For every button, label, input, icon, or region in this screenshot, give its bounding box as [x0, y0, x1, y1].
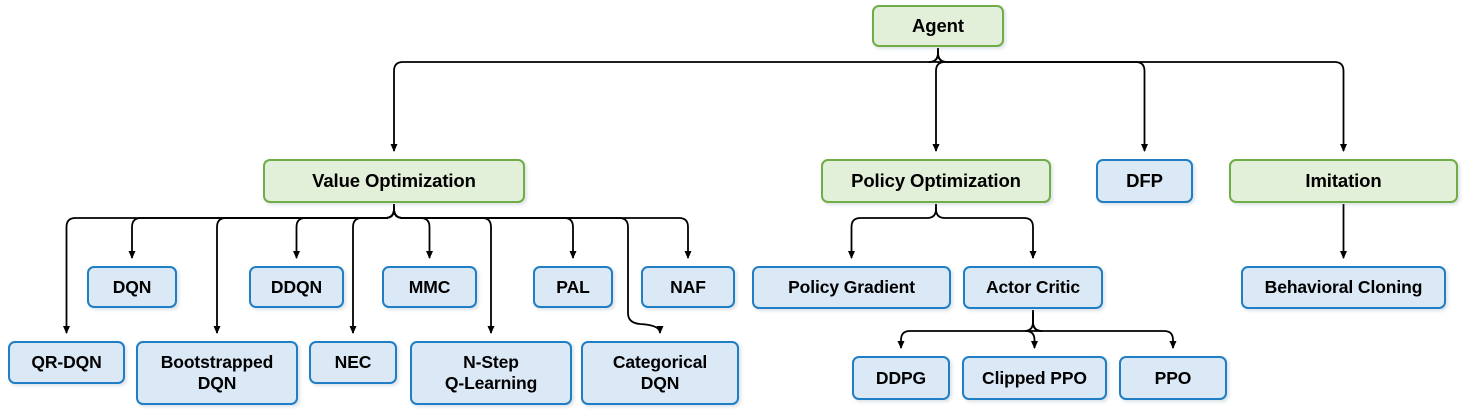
node-label-behavioral-cloning: Behavioral Cloning [1264, 277, 1423, 298]
edge-agent-to-dfp [937, 48, 1149, 153]
node-label-bootstrapped-dqn: Bootstrapped DQN [160, 352, 274, 393]
node-label-policy-optimization: Policy Optimization [851, 170, 1021, 192]
node-imitation[interactable]: Imitation [1229, 159, 1458, 203]
node-naf[interactable]: NAF [641, 266, 735, 308]
node-label-pal: PAL [556, 276, 590, 297]
node-value-optimization[interactable]: Value Optimization [263, 159, 525, 203]
edge-value-optimization-to-naf [393, 204, 692, 260]
edge-value-optimization-to-mmc [393, 204, 434, 260]
node-label-ddpg: DDPG [875, 367, 927, 388]
node-label-ppo: PPO [1154, 367, 1192, 388]
node-label-ddqn: DDQN [270, 276, 323, 297]
node-qr-dqn[interactable]: QR-DQN [8, 341, 125, 384]
node-behavioral-cloning[interactable]: Behavioral Cloning [1241, 266, 1446, 309]
node-label-clipped-ppo: Clipped PPO [982, 367, 1087, 388]
node-policy-gradient[interactable]: Policy Gradient [752, 266, 951, 309]
edge-value-optimization-to-dqn [128, 204, 395, 260]
node-label-value-optimization: Value Optimization [312, 170, 476, 192]
node-label-nec: NEC [334, 352, 372, 373]
node-ppo[interactable]: PPO [1119, 356, 1227, 400]
node-label-categorical-dqn: Categorical DQN [612, 352, 708, 393]
node-dfp[interactable]: DFP [1096, 159, 1193, 203]
node-agent[interactable]: Agent [872, 5, 1004, 47]
edge-agent-to-policy-optimization [928, 48, 946, 153]
edge-policy-optimization-to-actor-critic [935, 204, 1037, 260]
node-label-policy-gradient: Policy Gradient [788, 277, 915, 298]
node-n-step-q-learning[interactable]: N-Step Q-Learning [410, 341, 572, 405]
node-label-qr-dqn: QR-DQN [31, 352, 102, 373]
node-label-mmc: MMC [408, 276, 451, 297]
node-clipped-ppo[interactable]: Clipped PPO [962, 356, 1107, 400]
node-label-naf: NAF [670, 276, 706, 297]
node-label-actor-critic: Actor Critic [985, 277, 1081, 298]
edge-policy-optimization-to-policy-gradient [847, 204, 937, 260]
node-label-dqn: DQN [112, 276, 152, 297]
edge-actor-critic-to-ppo [1032, 310, 1177, 350]
node-ddpg[interactable]: DDPG [852, 356, 950, 400]
edge-agent-to-imitation [937, 48, 1348, 153]
node-label-imitation: Imitation [1305, 170, 1382, 192]
node-nec[interactable]: NEC [309, 341, 397, 384]
node-dqn[interactable]: DQN [87, 266, 177, 308]
edge-agent-to-value-optimization [390, 48, 939, 153]
edge-actor-critic-to-ddpg [897, 310, 1034, 350]
edge-actor-critic-to-clipped-ppo [1024, 310, 1043, 350]
node-policy-optimization[interactable]: Policy Optimization [821, 159, 1051, 203]
node-label-agent: Agent [912, 15, 964, 37]
node-mmc[interactable]: MMC [382, 266, 477, 308]
node-actor-critic[interactable]: Actor Critic [963, 266, 1103, 309]
node-label-n-step-q-learning: N-Step Q-Learning [444, 352, 538, 393]
node-categorical-dqn[interactable]: Categorical DQN [581, 341, 739, 405]
node-pal[interactable]: PAL [533, 266, 613, 308]
edge-value-optimization-to-pal [393, 204, 577, 260]
edge-value-optimization-to-ddqn [292, 204, 395, 260]
node-ddqn[interactable]: DDQN [249, 266, 344, 308]
node-bootstrapped-dqn[interactable]: Bootstrapped DQN [136, 341, 298, 405]
node-label-dfp: DFP [1126, 170, 1163, 192]
